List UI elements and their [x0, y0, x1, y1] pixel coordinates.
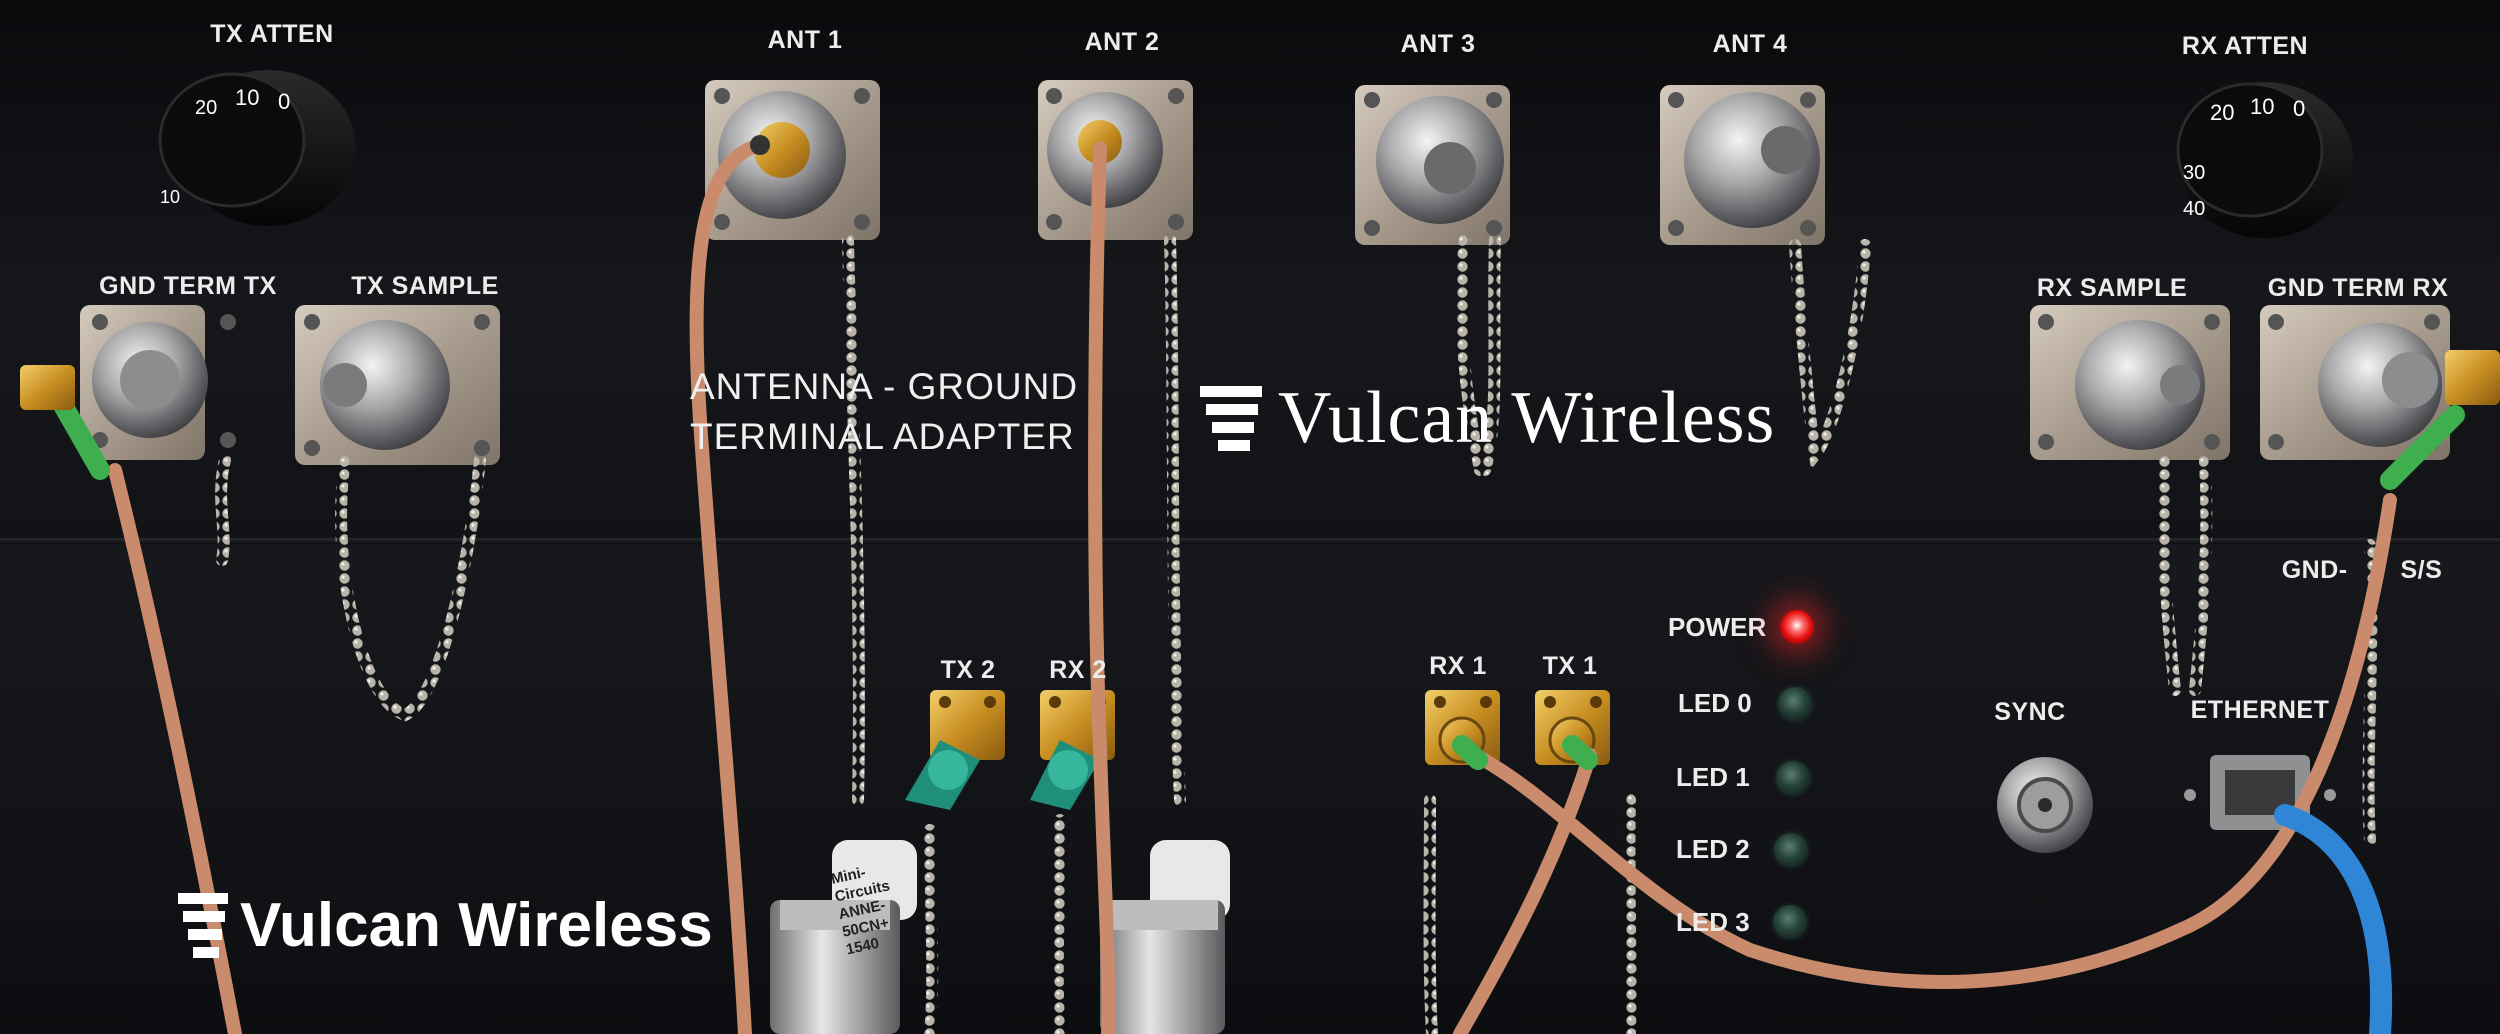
rf-cables: [108, 138, 2397, 1034]
panel-seam: [0, 538, 2500, 546]
tx-dial-num: 10: [235, 85, 260, 110]
brand-name-upper: Vulcan Wireless: [1278, 376, 1776, 459]
rx-dial-num: 40: [2183, 198, 2206, 220]
brand-name-lower: Vulcan Wireless: [240, 890, 713, 960]
tx-dial-num: 10: [160, 187, 181, 207]
sync-bnc-connector[interactable]: [1997, 757, 2093, 853]
label-gnd-dut-tail: S/S: [2400, 556, 2443, 584]
rx-dial-numbers: 20 10 0 30 40: [2175, 80, 2345, 230]
ant1-connector[interactable]: [705, 80, 880, 240]
led1-indicator: [1776, 761, 1810, 795]
label-rx2: RX 2: [1049, 656, 1107, 684]
ball-chains: [215, 234, 2378, 1034]
label-led2: LED 2: [1676, 834, 1750, 864]
led3-indicator: [1773, 905, 1807, 939]
led0-indicator: [1778, 687, 1812, 721]
rx-atten-knob[interactable]: [2176, 82, 2353, 238]
cable-boots: [50, 390, 2465, 770]
label-ant2: ANT 2: [1084, 28, 1160, 56]
tx-sample-connector[interactable]: [295, 305, 500, 465]
label-ant3: ANT 3: [1400, 30, 1476, 58]
tx2-port[interactable]: [905, 690, 1005, 810]
label-ant4: ANT 4: [1712, 30, 1788, 58]
adapter-line1: ANTENNA - GROUND: [690, 366, 1079, 407]
ant4-connector[interactable]: [1660, 85, 1825, 245]
label-ant1: ANT 1: [767, 26, 843, 54]
label-rx-sample: RX SAMPLE: [2036, 274, 2188, 302]
brand-mark-icon: [1200, 385, 1262, 451]
label-tx-sample: TX SAMPLE: [351, 272, 499, 300]
terminator-rx2: [1100, 840, 1230, 1034]
label-gnd-dut-head: GND-: [2281, 556, 2348, 584]
brand-logo-lower: Vulcan Wireless: [178, 890, 713, 960]
label-gnd-term-rx: GND TERM RX: [2267, 274, 2449, 302]
label-gnd-term-tx: GND TERM TX: [99, 272, 277, 300]
label-led0: LED 0: [1678, 688, 1752, 718]
gnd-term-tx-connector[interactable]: [80, 305, 236, 460]
label-sync: SYNC: [1994, 698, 2066, 726]
rx-dial-num: 10: [2250, 94, 2275, 119]
power-led: [1780, 610, 1814, 644]
tx-dial-num: 20: [195, 97, 218, 119]
rx-dial-num: 30: [2183, 162, 2206, 184]
label-tx1: TX 1: [1542, 652, 1598, 680]
rx-dial-num: 0: [2293, 96, 2306, 121]
label-power: POWER: [1668, 612, 1767, 642]
led2-indicator: [1774, 833, 1808, 867]
gnd-term-rx-connector[interactable]: [2260, 305, 2450, 460]
label-rx-atten: RX ATTEN: [2181, 32, 2309, 60]
label-gnd-dut: GND-DDFS/S: [2282, 556, 2443, 585]
ant3-connector[interactable]: [1355, 85, 1510, 245]
brand-mark-icon: [178, 892, 228, 958]
brand-logo-upper: Vulcan Wireless: [1200, 376, 1776, 459]
adapter-line2: TERMINAL ADAPTER: [690, 416, 1075, 457]
label-tx-atten: TX ATTEN: [210, 20, 334, 48]
label-led3: LED 3: [1676, 907, 1750, 937]
tx-dial-numbers: 10 0 20 10: [160, 75, 290, 215]
label-led1: LED 1: [1676, 762, 1750, 792]
sma-plugs: [20, 135, 2500, 410]
rx-dial-num: 20: [2210, 100, 2235, 125]
label-tx2: TX 2: [940, 656, 996, 684]
tx-dial-num: 0: [278, 89, 291, 114]
label-ethernet: ETHERNET: [2190, 696, 2330, 724]
ant2-connector[interactable]: [1038, 80, 1193, 240]
ethernet-cable: [2274, 804, 2393, 1034]
terminator-tx2: [770, 840, 917, 1034]
label-rx1: RX 1: [1429, 652, 1487, 680]
rx-sample-connector[interactable]: [2030, 305, 2230, 460]
adapter-legend: ANTENNA - GROUND TERMINAL ADAPTER: [690, 362, 1078, 462]
tx-atten-knob[interactable]: [158, 70, 356, 226]
